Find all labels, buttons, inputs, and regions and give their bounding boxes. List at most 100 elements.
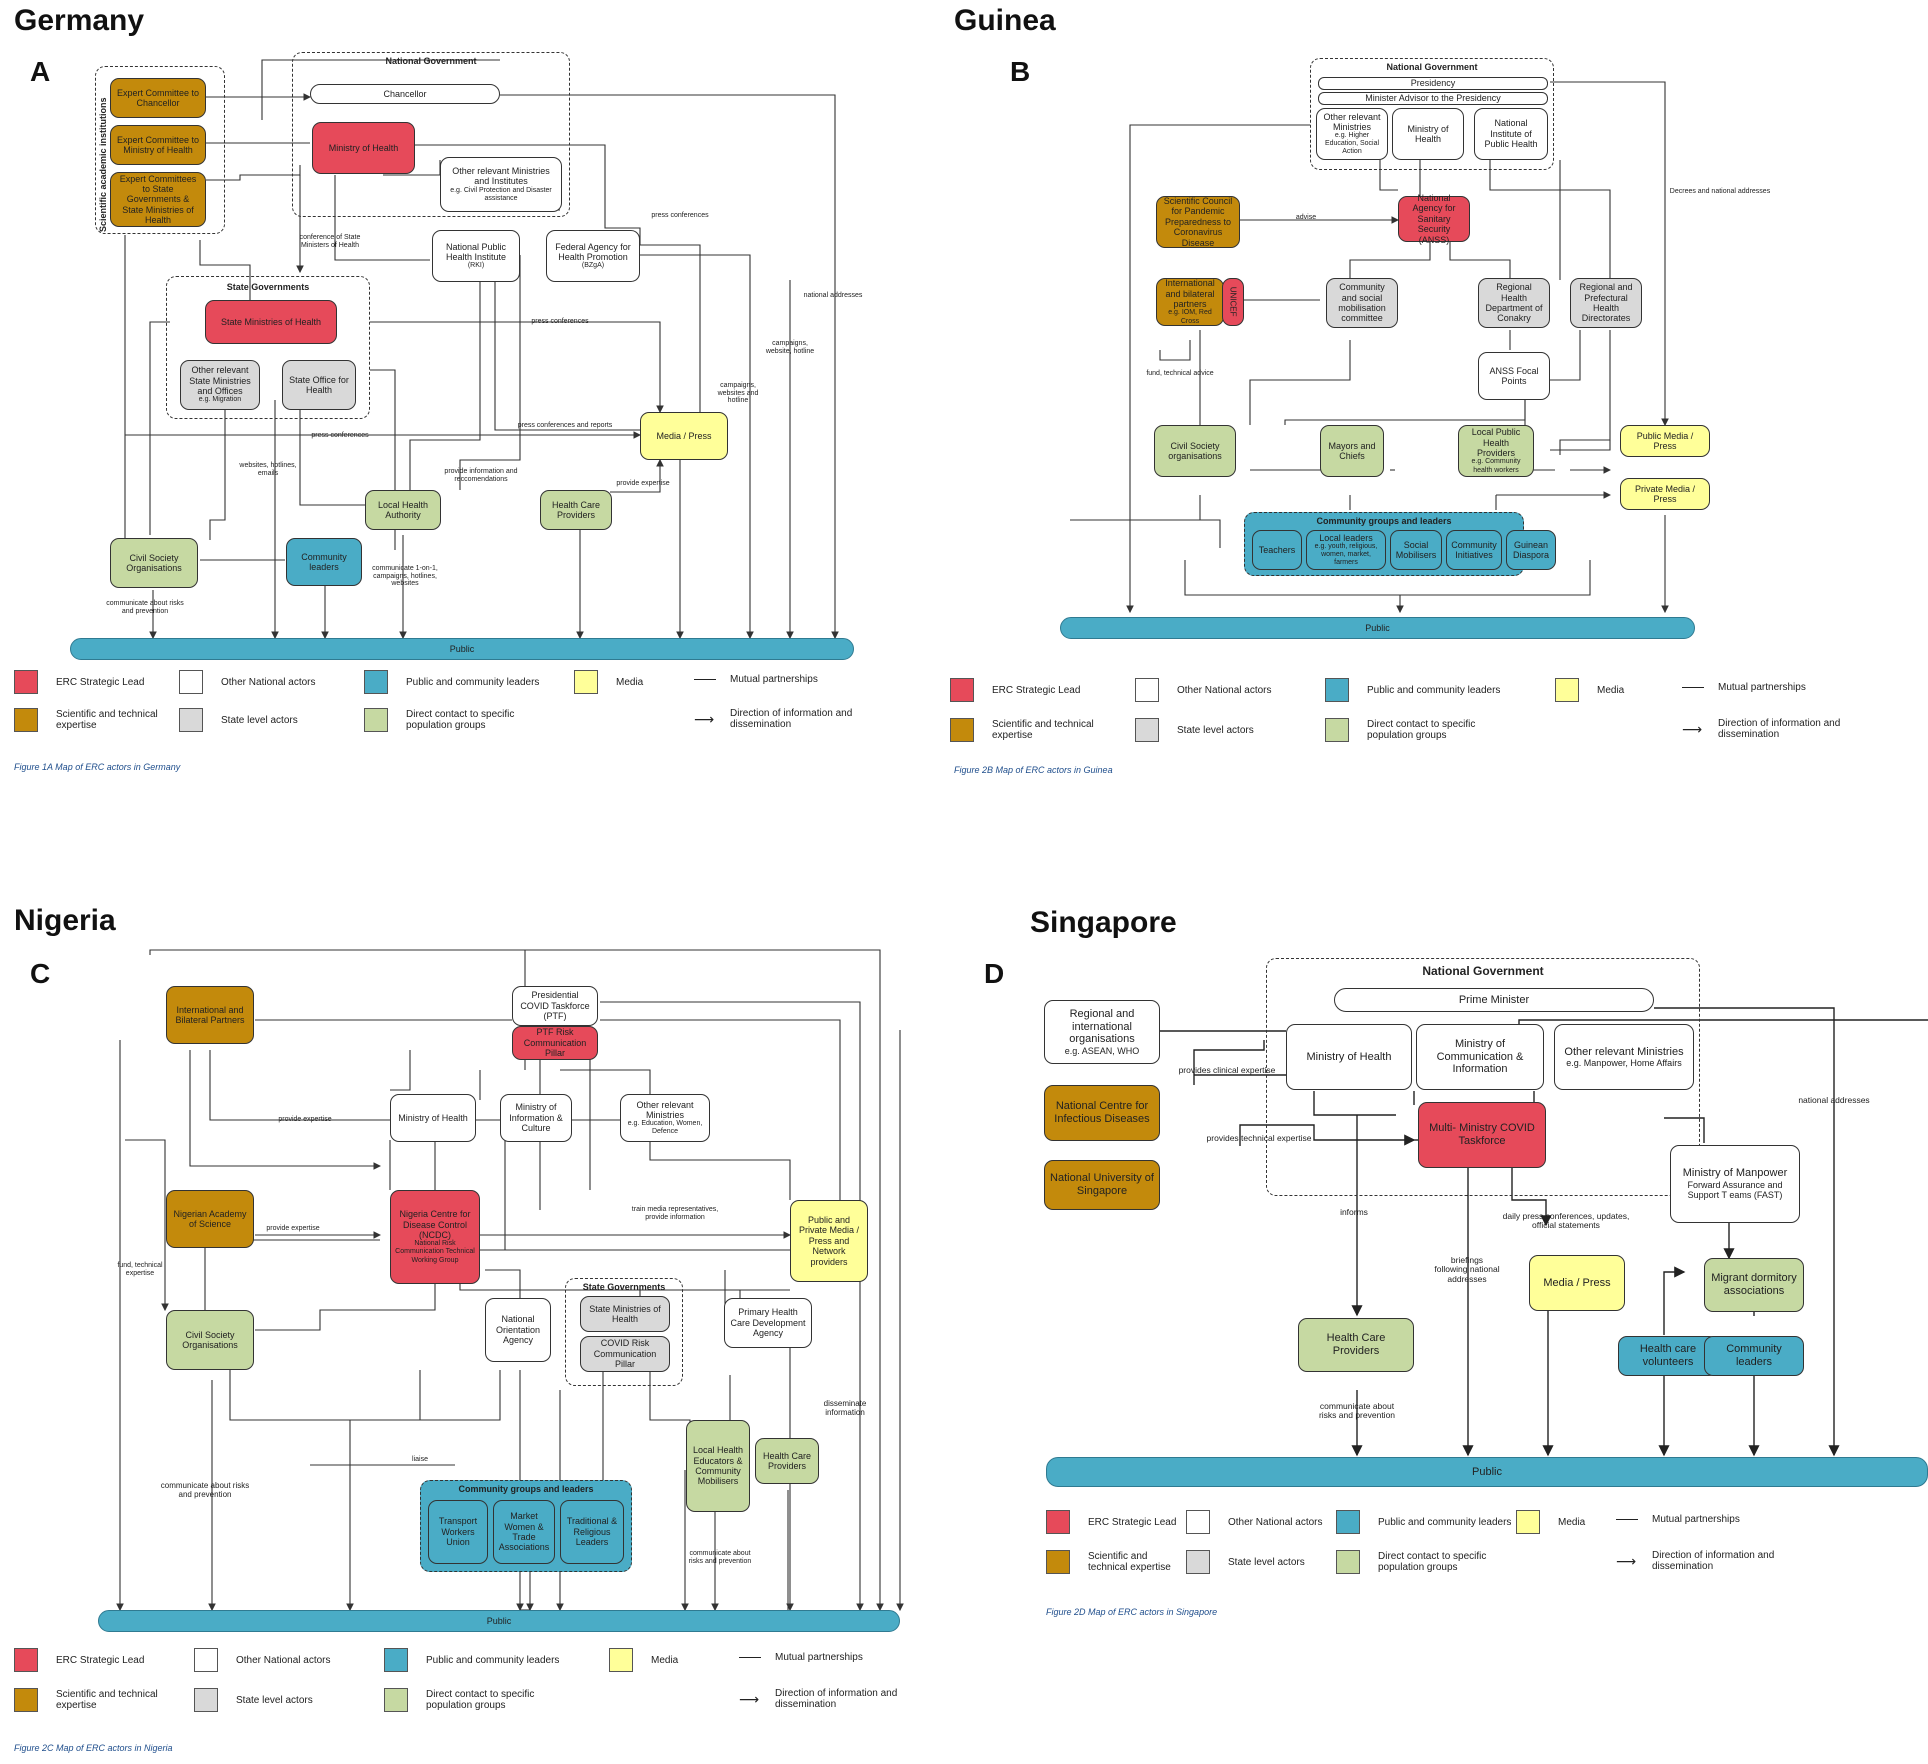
nigeria-legend: ERC Strategic Lead Other National actors… <box>14 1648 914 1748</box>
germany-label-press1: press conferences <box>651 212 709 219</box>
germany-legend-direction: ⟶Direction of information and disseminat… <box>694 708 864 730</box>
singapore-caption: Figure 2D Map of ERC actors in Singapore <box>1046 1607 1218 1617</box>
singapore-label-daily: daily press conferences, updates, offici… <box>1502 1211 1630 1231</box>
nigeria-label-fund: fund, technical expertise <box>117 1262 163 1277</box>
nigeria-other-ministries: Other relevant Ministries e.g. Education… <box>620 1094 710 1142</box>
nigeria-public: Public <box>98 1610 900 1632</box>
germany-state-ministries-of-health: State Ministries of Health <box>205 300 337 344</box>
guinea-legend-direct-label: Direct contact to specific population gr… <box>1367 719 1476 741</box>
nigeria-legend-public-label: Public and community leaders <box>426 1654 560 1666</box>
nigeria-legend-media-label: Media <box>651 1654 679 1666</box>
nigeria-primary-health-care: Primary Health Care Development Agency <box>724 1298 812 1348</box>
guinea-legend-scientific: Scientific and technical expertise <box>950 718 1110 742</box>
germany-legend-media: Media <box>574 670 643 694</box>
singapore-legend-lead: ERC Strategic Lead <box>1046 1510 1176 1534</box>
nigeria-market-women: Market Women & Trade Associations <box>493 1500 555 1564</box>
germany-label-comm: communicate 1-on-1, campaigns, hotlines,… <box>372 565 438 588</box>
guinea-legend: ERC Strategic Lead Other National actors… <box>950 678 1890 778</box>
germany-legend-state: State level actors <box>179 708 298 732</box>
guinea-public: Public <box>1060 617 1695 639</box>
guinea-local-public-health: Local Public Health Providers e.g. Commu… <box>1458 425 1534 477</box>
guinea-local-public-health-label: Local Public Health Providers <box>1471 427 1521 459</box>
guinea-community-mobilisation: Community and social mobilisation commit… <box>1326 278 1398 328</box>
germany-legend: ERC Strategic Lead Other National actors… <box>14 670 874 770</box>
nigeria-ptf: Presidential COVID Taskforce (PTF) <box>512 986 598 1026</box>
nigeria-caption: Figure 2C Map of ERC actors in Nigeria <box>14 1743 173 1753</box>
nigeria-ptf-pillar: PTF Risk Communication Pillar <box>512 1026 598 1060</box>
nigeria-state-government-title: State Governments <box>582 1282 666 1292</box>
singapore-label-clinical: provides clinical expertise <box>1178 1065 1276 1075</box>
nigeria-local-health-educators: Local Health Educators & Community Mobil… <box>686 1420 750 1512</box>
guinea-legend-lead: ERC Strategic Lead <box>950 678 1080 702</box>
nigeria-label-expertise1: provide expertise <box>278 1116 332 1123</box>
guinea-diaspora: Guinean Diaspora <box>1506 530 1556 570</box>
guinea-local-leaders-label: Local leaders <box>1319 532 1373 543</box>
panel-germany: Germany A National Government Scientific… <box>0 0 964 790</box>
singapore-legend-media-label: Media <box>1558 1516 1586 1528</box>
nigeria-legend-direction-label: Direction of information and disseminati… <box>775 1688 898 1710</box>
singapore-label-risks: communicate about risks and prevention <box>1318 1401 1396 1421</box>
singapore-legend-scientific: Scientific and technical expertise <box>1046 1550 1176 1574</box>
guinea-connectors <box>1070 81 1669 614</box>
nigeria-legend-state: State level actors <box>194 1688 313 1712</box>
singapore-legend-public: Public and community leaders <box>1336 1510 1511 1534</box>
nigeria-connectors <box>116 949 904 1612</box>
germany-legend-media-label: Media <box>616 676 644 688</box>
nigeria-legend-public: Public and community leaders <box>384 1648 559 1672</box>
guinea-legend-scientific-label: Scientific and technical expertise <box>992 719 1094 741</box>
guinea-other-ministries: Other relevant Ministries e.g. Higher Ed… <box>1316 108 1388 160</box>
guinea-mayors-chiefs: Mayors and Chiefs <box>1320 425 1384 477</box>
nigeria-community-group-title: Community groups and leaders <box>458 1484 594 1494</box>
singapore-regional-organisations-sub: e.g. ASEAN, WHO <box>1064 1045 1140 1056</box>
guinea-anss: National Agency for Sanitary Security (A… <box>1398 193 1470 245</box>
singapore-title: Singapore <box>1030 906 1177 939</box>
nigeria-legend-mutual-label: Mutual partnerships <box>775 1652 863 1663</box>
singapore-public: Public <box>1046 1457 1928 1487</box>
guinea-legend-state-label: State level actors <box>1177 724 1254 736</box>
guinea-panel-letter: B <box>1010 56 1031 87</box>
germany-media-press: Media / Press <box>640 412 728 460</box>
germany-state-other-ministries-label: Other relevant State Ministries and Offi… <box>189 365 251 397</box>
guinea-social-mobilisers: Social Mobilisers <box>1390 530 1442 570</box>
singapore-migrant-associations: Migrant dormitory associations <box>1704 1258 1804 1312</box>
singapore-legend-national-label: Other National actors <box>1228 1516 1323 1528</box>
germany-legend-direct: Direct contact to specific population gr… <box>364 708 544 732</box>
guinea-label-fund: fund, technical advice <box>1146 370 1214 377</box>
singapore-ministry-of-manpower: Ministry of Manpower Forward Assurance a… <box>1670 1145 1800 1223</box>
guinea-legend-lead-label: ERC Strategic Lead <box>992 684 1081 696</box>
nigeria-label-risks2: communicate about risks and prevention <box>688 1550 752 1565</box>
nigeria-legend-direct-label: Direct contact to specific population gr… <box>426 1689 535 1711</box>
nigeria-legend-scientific-label: Scientific and technical expertise <box>56 1689 158 1711</box>
singapore-legend: ERC Strategic Lead Other National actors… <box>1046 1510 1916 1610</box>
guinea-legend-direction-label: Direction of information and disseminati… <box>1718 718 1841 740</box>
guinea-community-initiatives: Community Initiatives <box>1446 530 1502 570</box>
nigeria-legend-national: Other National actors <box>194 1648 331 1672</box>
germany-label-campaigns: campaigns, website, hotline <box>765 340 815 355</box>
germany-legend-direction-label: Direction of information and disseminati… <box>730 708 853 730</box>
guinea-legend-mutual-label: Mutual partnerships <box>1718 682 1806 693</box>
nigeria-ministry-information: Ministry of Information & Culture <box>500 1094 572 1142</box>
germany-legend-national-label: Other National actors <box>221 676 316 688</box>
guinea-local-leaders-sub: e.g. youth, religious, women, market, fa… <box>1314 543 1378 567</box>
singapore-prime-minister: Prime Minister <box>1334 988 1654 1012</box>
germany-civil-society: Civil Society Organisations <box>110 538 198 588</box>
germany-legend-scientific-label: Scientific and technical expertise <box>56 709 158 731</box>
nigeria-academy-of-science: Nigerian Academy of Science <box>166 1190 254 1248</box>
germany-panel-letter: A <box>30 56 51 87</box>
guinea-ministry-of-health: Ministry of Health <box>1392 108 1464 160</box>
germany-legend-mutual: Mutual partnerships <box>694 674 818 685</box>
singapore-community-leaders: Community leaders <box>1704 1336 1804 1376</box>
nigeria-label-expertise2: provide expertise <box>266 1225 320 1232</box>
germany-rki-label: National Public Health Institute <box>445 241 507 262</box>
nigeria-panel-letter: C <box>30 958 51 989</box>
singapore-legend-media: Media <box>1516 1510 1585 1534</box>
nigeria-label-train: train media representatives, provide inf… <box>631 1206 719 1221</box>
singapore-legend-mutual-label: Mutual partnerships <box>1652 1514 1740 1525</box>
germany-label-risks: communicate about risks and prevention <box>106 600 184 615</box>
nigeria-legend-national-label: Other National actors <box>236 1654 331 1666</box>
nigeria-title: Nigeria <box>14 904 116 937</box>
nigeria-state-government-group <box>565 1278 683 1386</box>
germany-bzga-sub: (BZgA) <box>581 262 605 270</box>
germany-other-ministries-sub: e.g. Civil Protection and Disaster assis… <box>450 186 552 202</box>
singapore-legend-direction: ⟶Direction of information and disseminat… <box>1616 1550 1786 1572</box>
